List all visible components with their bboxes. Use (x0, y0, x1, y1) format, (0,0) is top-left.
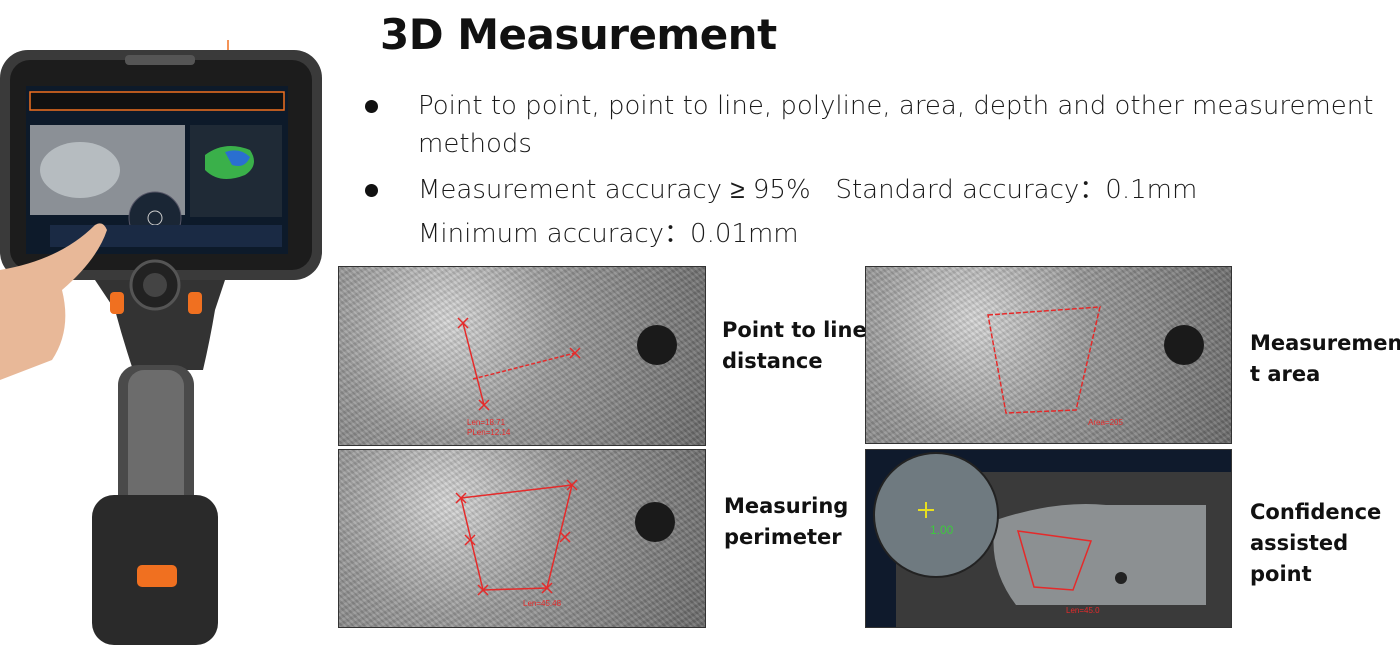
caption-confidence: Confidence assisted point (1250, 497, 1381, 590)
caption-perimeter: Measuring perimeter (724, 491, 848, 553)
caption-line: Measuremen (1250, 331, 1400, 355)
caption-area: Measuremen t area (1250, 328, 1400, 390)
measure-label: Len=45.48 (523, 599, 562, 608)
page-title: 3D Measurement (380, 10, 777, 59)
confidence-image: Len=45.0 1.00 (865, 449, 1232, 628)
bullet-min-accuracy: Minimum accuracy：0.01mm (418, 219, 799, 249)
device-illustration (0, 5, 347, 645)
measure-label: PLen=12.14 (467, 428, 511, 437)
caption-line: Point to line (722, 318, 867, 342)
measure-label: Area=205 (1088, 418, 1123, 427)
bullet-dot (365, 100, 378, 113)
bullet-methods: Point to point, point to line, polyline,… (418, 91, 1374, 121)
bullet-accuracy: Measurement accuracy ≥ 95% Standard accu… (418, 175, 1198, 205)
caption-line: t area (1250, 362, 1321, 386)
caption-line: assisted (1250, 531, 1349, 555)
caption-line: point (1250, 562, 1312, 586)
point-to-line-image: Len=18.71 PLen=12.14 (338, 266, 706, 446)
caption-point-to-line: Point to line distance (722, 315, 867, 377)
borescope-device (0, 5, 347, 646)
measure-label: Len=45.0 (1066, 606, 1100, 615)
caption-line: distance (722, 349, 823, 373)
bullet-dot (365, 184, 378, 197)
bullet-methods-cont: methods (418, 129, 532, 159)
area-image: Area=205 (865, 266, 1232, 444)
caption-line: perimeter (724, 525, 842, 549)
confidence-value: 1.00 (930, 523, 954, 537)
perimeter-image: Len=45.48 (338, 449, 706, 628)
measure-label: Len=18.71 (467, 418, 506, 427)
caption-line: Confidence (1250, 500, 1382, 524)
caption-line: Measuring (724, 494, 849, 518)
